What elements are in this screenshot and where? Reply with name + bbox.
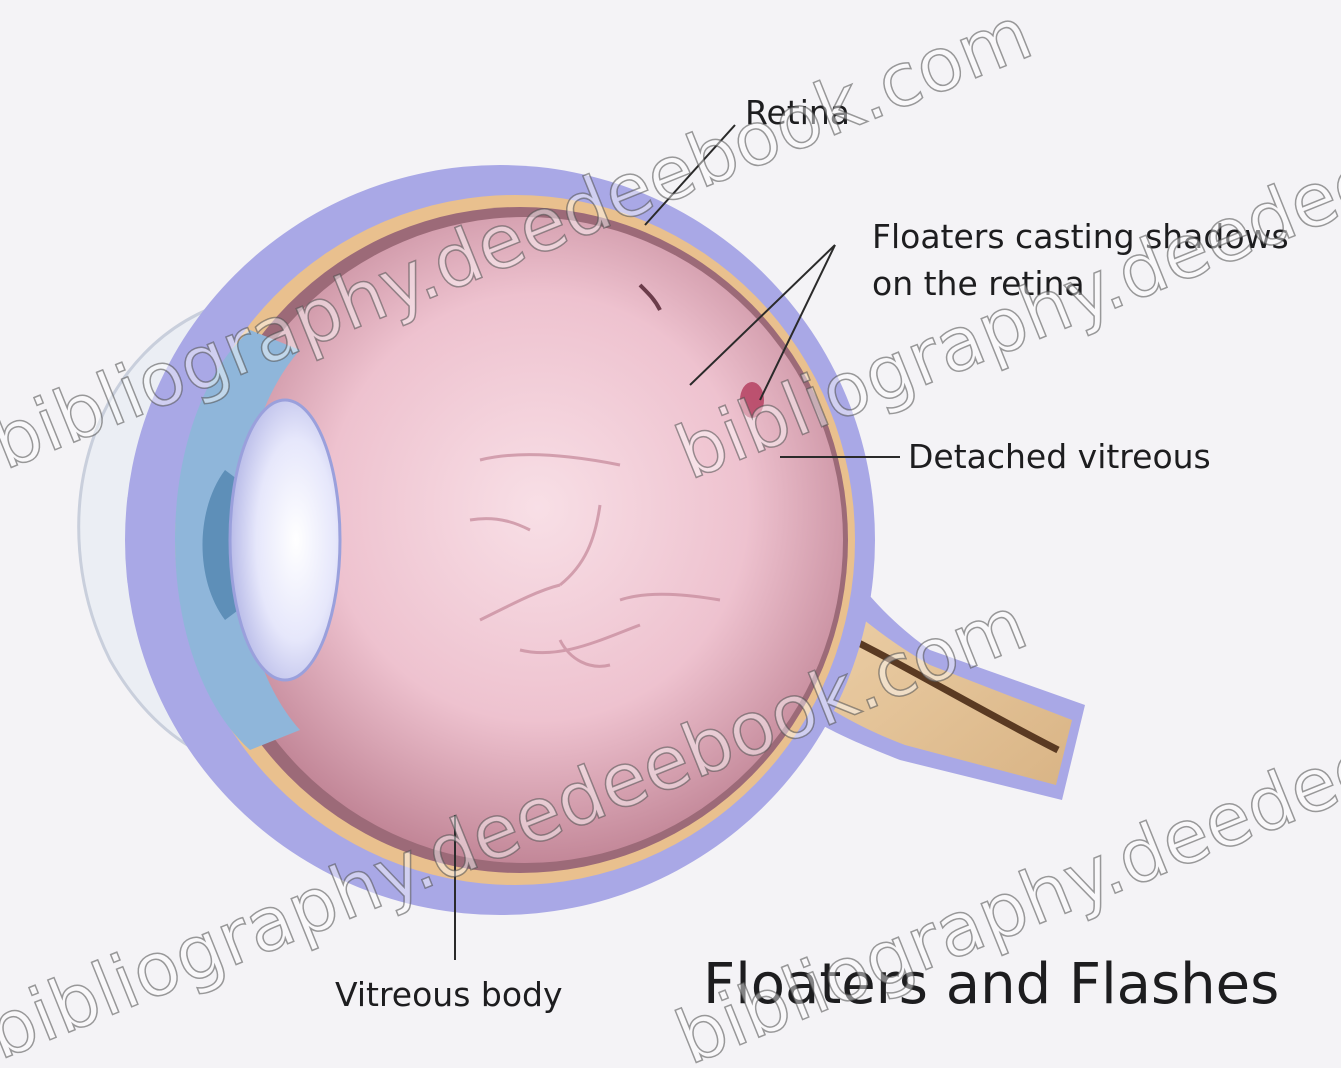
detached-vitreous-label: Detached vitreous bbox=[908, 437, 1211, 476]
lens bbox=[230, 400, 340, 680]
vitreous-body-label: Vitreous body bbox=[335, 975, 563, 1014]
